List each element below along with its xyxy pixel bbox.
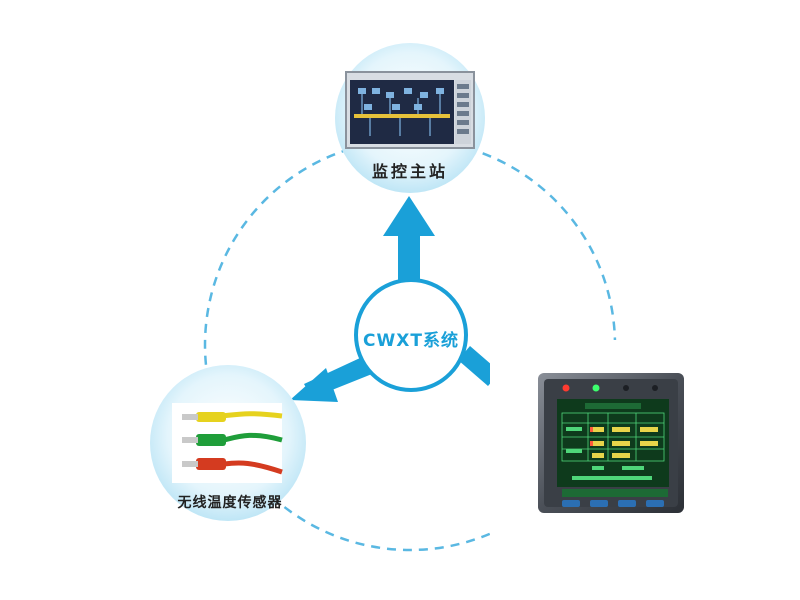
- device-button-4: [646, 500, 664, 507]
- status-led-green: [592, 384, 600, 392]
- sensor-green: [182, 432, 283, 446]
- wireless-sensor-node: [150, 365, 306, 521]
- sensor-yellow: [182, 411, 283, 422]
- sensor-red: [182, 458, 283, 475]
- arrow-right: [458, 346, 500, 386]
- hub-circle: [354, 278, 468, 392]
- wireless-sensor-label: 无线温度传感器: [177, 495, 283, 511]
- status-led-red: [562, 384, 570, 392]
- device-button-1: [562, 500, 580, 507]
- arrow-up: [383, 196, 435, 290]
- status-led-2: [652, 385, 658, 391]
- monitoring-station-node: [335, 43, 485, 193]
- device-button-2: [590, 500, 608, 507]
- device-button-3: [618, 500, 636, 507]
- hub-label: CWXT系统: [363, 331, 459, 351]
- arrow-left: [290, 358, 372, 402]
- monitoring-station-label: 监控主站: [371, 162, 448, 181]
- display-terminal-device: [538, 373, 684, 513]
- status-led-1: [623, 385, 629, 391]
